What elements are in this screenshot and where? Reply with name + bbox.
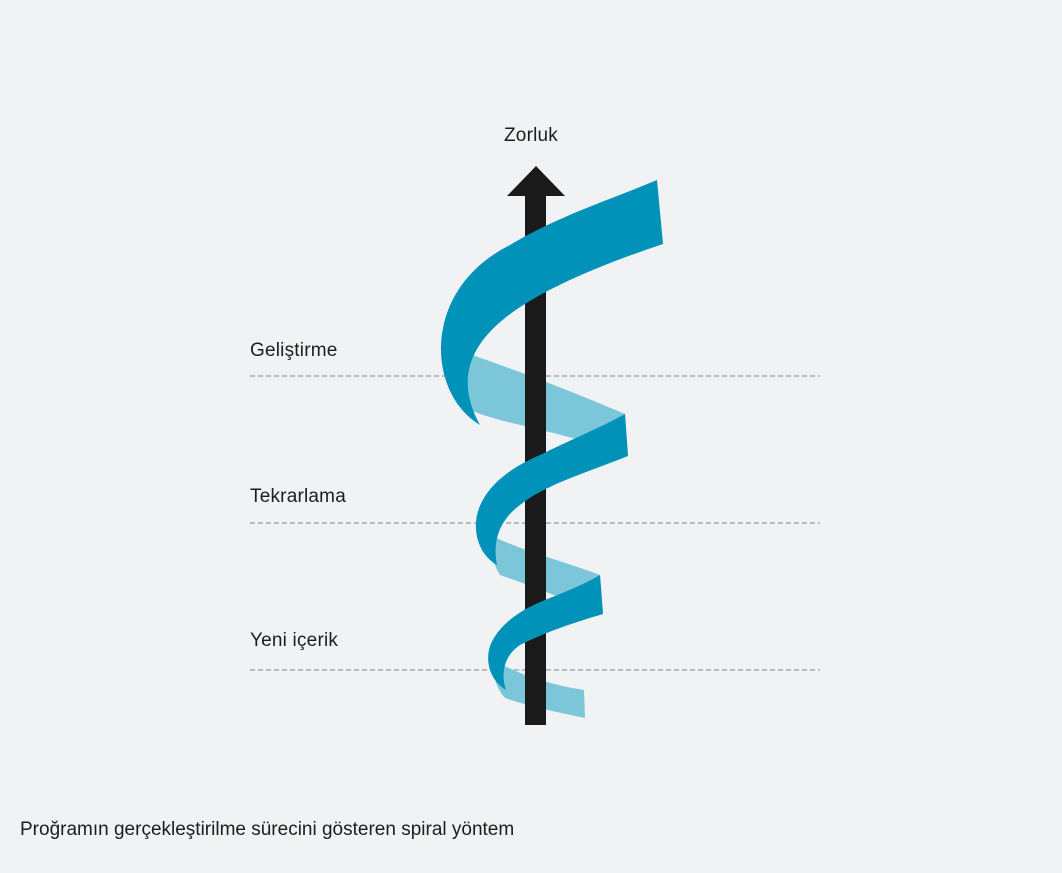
- spiral-front-segment: [440, 180, 663, 425]
- spiral-front-segment: [475, 414, 628, 565]
- spiral-front-segment: [488, 575, 603, 690]
- level-label-gelistirme: Geliştirme: [250, 340, 338, 361]
- level-label-yeni-icerik: Yeni içerik: [250, 630, 339, 651]
- figure-caption: Proğramın gerçekleştirilme sürecini göst…: [20, 819, 515, 840]
- axis-label: Zorluk: [504, 125, 558, 146]
- level-label-tekrarlama: Tekrarlama: [250, 486, 346, 507]
- axis-arrowhead: [507, 166, 565, 196]
